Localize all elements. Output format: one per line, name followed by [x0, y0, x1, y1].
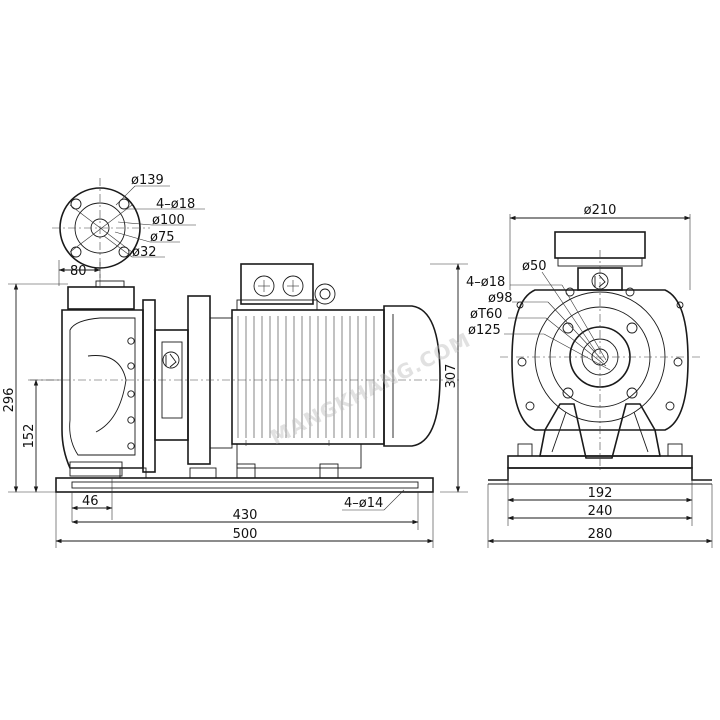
flange-outer-dia-label: ø139 [131, 173, 164, 188]
side-bolts-label: 4–ø18 [466, 275, 505, 290]
side-outlet-bore-label: ø50 [522, 259, 547, 274]
front-view-dimensions [8, 263, 468, 548]
side-casing-dia-label: ø210 [584, 203, 617, 218]
front-view [30, 263, 460, 493]
side-view [487, 214, 713, 548]
flange-bore-label: ø32 [132, 245, 157, 260]
flange-bolt-circle-label: ø100 [152, 213, 185, 228]
flange-bolts-label: 4–ø18 [156, 197, 195, 212]
inlet-flange-view [52, 178, 205, 286]
base-holes-label: 4–ø14 [344, 496, 383, 511]
inlet-offset-label: 80 [70, 264, 87, 279]
base-hole-spacing-label: 430 [233, 508, 258, 523]
motor-height-label: 307 [444, 364, 459, 389]
side-foot-spacing-label: 192 [588, 486, 613, 501]
side-dia-125-label: ø125 [468, 323, 501, 338]
shaft-height-label: 152 [22, 424, 37, 449]
base-length-label: 500 [233, 527, 258, 542]
foot-offset-label: 46 [82, 494, 99, 509]
flange-pcd-inner-label: ø75 [150, 230, 175, 245]
side-dia-160-label: øT60 [470, 307, 502, 322]
total-height-label: 296 [2, 388, 17, 413]
side-hole-spacing-label: 240 [588, 504, 613, 519]
motor-cooling-fins [237, 316, 375, 438]
side-base-width-label: 280 [588, 527, 613, 542]
side-dia-98-label: ø98 [488, 291, 513, 306]
